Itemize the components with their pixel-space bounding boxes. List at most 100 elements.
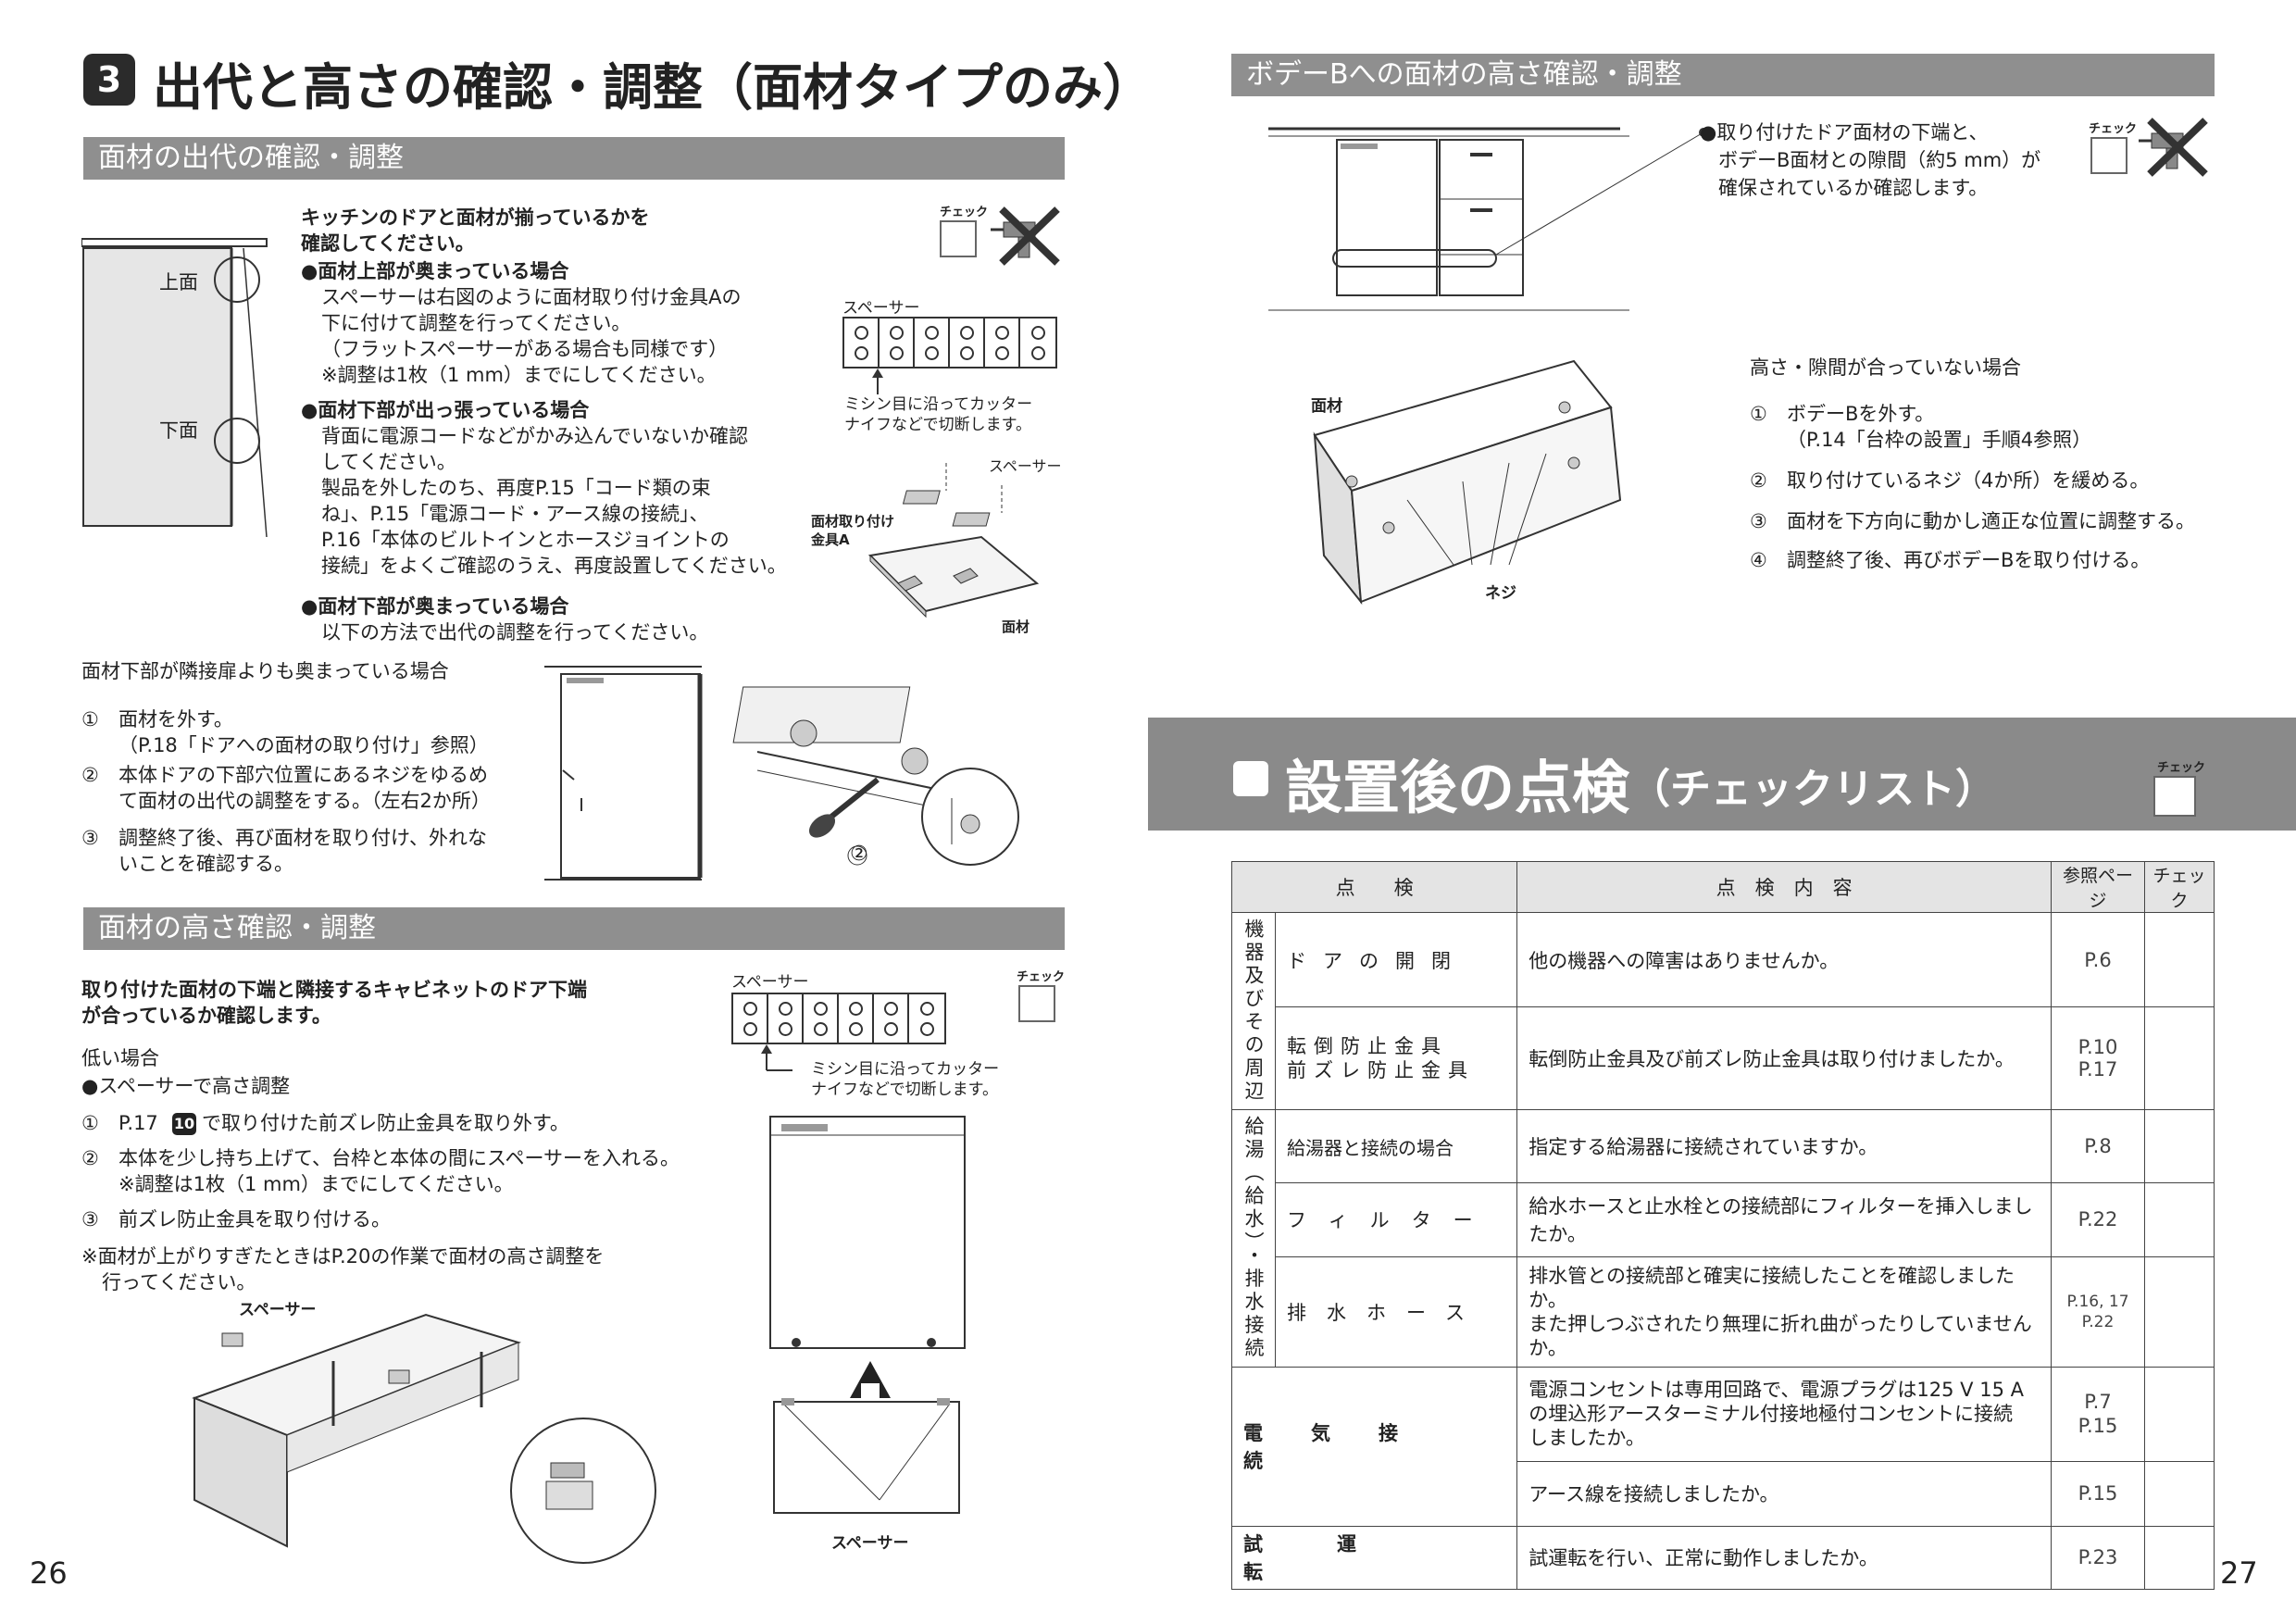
no-power-tool-icon <box>991 206 1060 266</box>
row-drain-content-b: また押しつぶされたり無理に折れ曲がったりしていませんか。 <box>1529 1312 2032 1359</box>
fig2-bracket-label-1: 面材取り付け <box>811 513 895 530</box>
lower-case-title: 面材下部が隣接扉よりも奥まっている場合 <box>81 660 449 682</box>
row-tip-check[interactable] <box>2144 1006 2215 1110</box>
case1-line-3: （フラットスペーサーがある場合も同様です） <box>321 338 729 360</box>
bodyb-note-2: ボデーB面材との隙間（約5 mm）が <box>1718 149 2041 171</box>
row-door-item: ドアの開閉 <box>1274 911 1518 1008</box>
row-door-check[interactable] <box>2144 911 2215 1008</box>
checklist-banner <box>1148 718 2296 831</box>
row-power-content-b: の埋込形アースターミナル付接地極付コンセントに接続 <box>1529 1403 2013 1425</box>
th-item: 点 検 <box>1230 861 1518 913</box>
row-filter-check[interactable] <box>2144 1182 2215 1257</box>
subsection-title-height: 面材の高さ確認・調整 <box>98 912 376 944</box>
row-tip-ref-b: P.17 <box>2078 1058 2118 1081</box>
table-row: 排水ホース 排水管との接続部と確実に接続したことを確認しましたか。また押しつぶさ… <box>1232 1255 2215 1368</box>
bodyb-note-1: ●取り付けたドア面材の下端と、 <box>1700 121 1989 144</box>
case2-line-5: P.16「本体のビルトインとホースジョイントの <box>321 529 730 551</box>
cut-note2-2: ナイフなどで切断します。 <box>811 1081 998 1099</box>
lower-step-2-cont: て面材の出代の調整をする。（左右2か所） <box>119 790 491 812</box>
row-drain-check[interactable] <box>2144 1255 2215 1368</box>
check-label: チェック <box>940 206 989 219</box>
door-screw-figure <box>544 666 1019 881</box>
intro-line-2: 確認してください。 <box>301 232 475 255</box>
row-heater-item: 給湯器と接続の場合 <box>1274 1108 1518 1184</box>
bracket-assembly-figure <box>867 463 1040 618</box>
checklist-table: 点 検 点 検 内 容 参照ページ チェック 機器及びその周辺 ドアの開閉 他の… <box>1230 861 2215 1590</box>
subsection-bar-bodyb: ボデーBへの面材の高さ確認・調整 <box>1231 54 2215 96</box>
row-door-content: 他の機器への障害はありませんか。 <box>1516 911 2052 1008</box>
check-label-right: チェック <box>2089 122 2138 136</box>
row-power-ref-a: P.7 <box>2084 1391 2112 1413</box>
check-box-2 <box>1018 985 1055 1022</box>
lower-step-2-num: ② <box>81 764 99 786</box>
cut-note-2: ナイフなどで切断します。 <box>844 416 1031 434</box>
case2-line-3: 製品を外したのち、再度P.15「コード類の束 <box>321 477 711 499</box>
spacer-strip <box>842 317 1057 369</box>
row-filter-item: フィルター <box>1274 1182 1518 1257</box>
subsection-bar-height: 面材の高さ確認・調整 <box>83 907 1065 950</box>
row-filter-ref: P.22 <box>2051 1182 2145 1257</box>
case3-heading: ●面材下部が奥まっている場合 <box>301 595 569 618</box>
low-bullet: ●スペーサーで高さ調整 <box>81 1075 291 1097</box>
lower-step-1-note: （P.18「ドアへの面材の取り付け」参照） <box>119 734 489 756</box>
fig2-bracket-label-2: 金具A <box>811 531 850 548</box>
fig-bottom-label: 下面 <box>159 419 198 442</box>
th-check: チェック <box>2144 861 2215 913</box>
row-drain-ref-a: P.16, 17 <box>2066 1292 2129 1311</box>
cut-note-1: ミシン目に沿ってカッター <box>844 395 1033 414</box>
panel-side-figure <box>81 238 268 538</box>
check-label-2: チェック <box>1017 970 1066 984</box>
case1-heading: ●面材上部が奥まっている場合 <box>301 260 569 282</box>
row-test-check[interactable] <box>2144 1525 2215 1590</box>
low-step-1-ref: P.17 <box>119 1112 158 1134</box>
height-intro-2: が合っているか確認します。 <box>81 1005 331 1027</box>
lower-step-3-num: ③ <box>81 827 99 849</box>
checklist-title: 設置後の点検 <box>1285 754 1630 821</box>
row-door-ref: P.6 <box>2051 911 2145 1008</box>
mismatch-step-2-text: 取り付けているネジ（4か所）を緩める。 <box>1787 469 2150 492</box>
row-tip-item-a: 転倒防止金具 <box>1287 1035 1448 1058</box>
row-drain-item: 排水ホース <box>1274 1255 1518 1368</box>
fig4-spacer-label: スペーサー <box>239 1301 317 1319</box>
checklist-check-box <box>2153 776 2196 817</box>
row-filter-content: 給水ホースと止水栓との接続部にフィルターを挿入しましたか。 <box>1516 1182 2052 1257</box>
row-power-ref-b: P.15 <box>2078 1415 2118 1437</box>
page-number-left: 26 <box>30 1555 68 1591</box>
frame-spacer-figure <box>192 1313 656 1564</box>
section-title: 出代と高さの確認・調整（面材タイプのみ） <box>153 58 1153 117</box>
low-note-2: 行ってください。 <box>102 1271 256 1293</box>
th-ref: 参照ページ <box>2051 861 2145 913</box>
spacer-strip-2 <box>731 993 946 1044</box>
row-earth-ref: P.15 <box>2051 1460 2145 1527</box>
group-plumbing: 給湯（給水）・排水接続 <box>1231 1109 1276 1368</box>
low-step-2-num: ② <box>81 1147 99 1169</box>
section-number-badge: 3 <box>83 54 135 106</box>
cut-arrow <box>872 369 883 394</box>
low-step-2-text: 本体を少し持ち上げて、台枠と本体の間にスペーサーを入れる。 <box>119 1147 680 1169</box>
fig-panel-label-right: 面材 <box>1311 397 1342 416</box>
dishwasher-lift-figure <box>769 1116 966 1514</box>
low-step-3-num: ③ <box>81 1208 99 1230</box>
fig2-panel-label: 面材 <box>1002 618 1030 635</box>
row-heater-check[interactable] <box>2144 1108 2215 1184</box>
checklist-square-icon <box>1233 761 1268 796</box>
case2-line-1: 背面に電源コードなどがかみ込んでいないか確認 <box>321 425 748 447</box>
low-step-1-num: ① <box>81 1112 99 1134</box>
row-drain-content-a: 排水管との接続部と確実に接続したことを確認しましたか。 <box>1529 1264 2015 1311</box>
table-row: 給湯（給水）・排水接続 給湯器と接続の場合 指定する給湯器に接続されていますか。… <box>1231 1108 2215 1368</box>
row-power-check[interactable] <box>2144 1366 2215 1462</box>
checklist-check-label: チェック <box>2157 761 2206 775</box>
case3-line: 以下の方法で出代の調整を行ってください。 <box>321 621 709 643</box>
lower-step-2-text: 本体ドアの下部穴位置にあるネジをゆるめ <box>119 764 488 786</box>
mismatch-step-4-num: ④ <box>1750 549 1767 571</box>
fig-top-label: 上面 <box>159 271 198 294</box>
table-row: 機器及びその周辺 ドアの開閉 他の機器への障害はありませんか。 P.6 <box>1231 911 2215 1110</box>
low-note-1: ※面材が上がりすぎたときはP.20の作業で面材の高さ調整を <box>81 1245 605 1268</box>
row-tip-item-b: 前ズレ防止金具 <box>1287 1059 1475 1082</box>
fig2-spacer-label: スペーサー <box>989 457 1062 475</box>
lower-step-1-text: 面材を外す。 <box>119 708 233 731</box>
row-earth-check[interactable] <box>2144 1460 2215 1527</box>
case2-line-6: 接続」をよくご確認のうえ、再度設置してください。 <box>321 555 787 577</box>
row-heater-ref: P.8 <box>2051 1108 2145 1184</box>
